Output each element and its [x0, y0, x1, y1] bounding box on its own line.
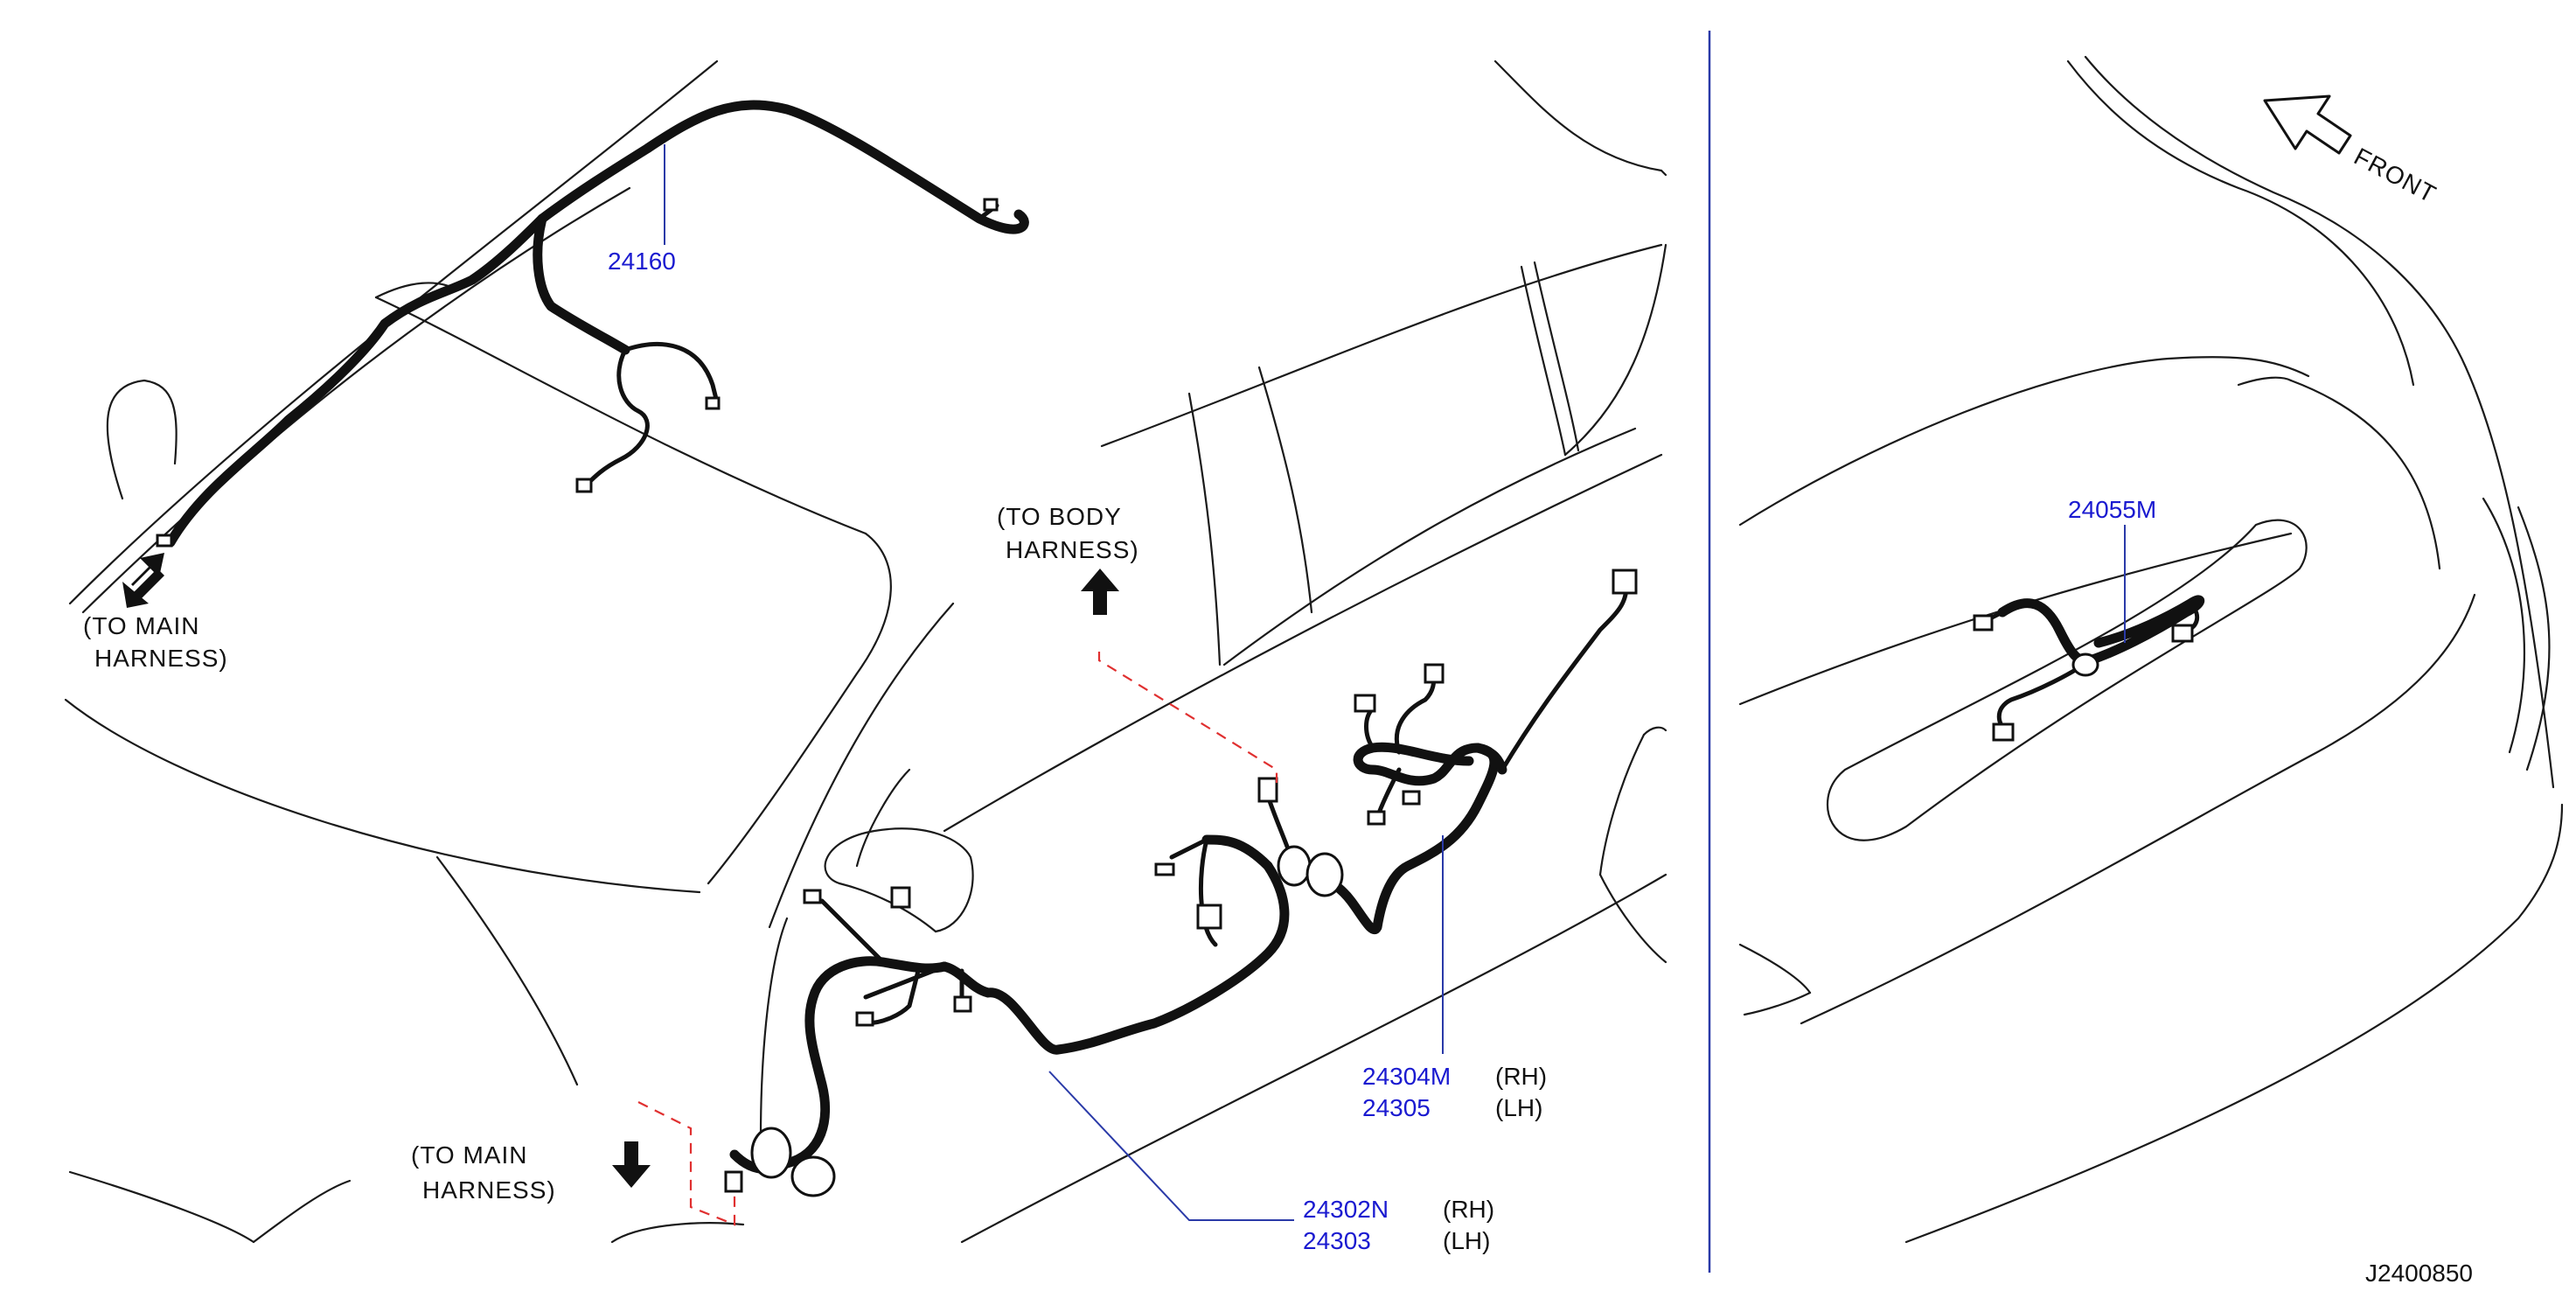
roof-harness-connector-side: [705, 396, 721, 410]
front-door-connector-7: [724, 1170, 743, 1193]
rear-door-grommet-1: [1277, 845, 1312, 887]
note-to-main-upper-line1: (TO MAIN: [83, 612, 199, 639]
rear-door-connector-5: [1402, 790, 1421, 806]
side-lh-24303: (LH): [1443, 1227, 1490, 1254]
leader-24302n: [1048, 1071, 1294, 1221]
rear-door-harness: [1257, 569, 1638, 934]
note-to-body-line2: HARNESS): [1006, 536, 1139, 563]
part-number-24160: 24160: [608, 248, 676, 275]
front-direction-indicator: FRONT: [2263, 94, 2440, 208]
front-door-connector-6: [1154, 862, 1175, 876]
note-to-main-lower-line2: HARNESS): [422, 1176, 556, 1204]
roof-harness: [156, 100, 1029, 548]
arrow-up-icon: [1081, 569, 1119, 615]
front-arrow-icon: [2263, 94, 2352, 155]
note-to-main-lower-line1: (TO MAIN: [411, 1141, 527, 1169]
rear-door-connector-3: [1354, 694, 1376, 713]
back-door-connector-2: [1992, 722, 2015, 742]
side-rh-24302n: (RH): [1443, 1196, 1494, 1223]
back-door-harness: [1973, 595, 2205, 742]
back-door-connector-3: [2171, 624, 2194, 643]
part-number-24303: 24303: [1303, 1227, 1371, 1254]
part-number-24302n: 24302N: [1303, 1196, 1389, 1223]
front-door-connector-2: [890, 886, 911, 909]
roof-harness-connector-lamp: [575, 478, 593, 493]
back-door-grommet: [2071, 652, 2099, 677]
roof-harness-connector-rear: [983, 198, 999, 212]
part-number-24304m: 24304M: [1362, 1063, 1451, 1090]
front-door-connector-3: [855, 1011, 874, 1027]
front-door-connector-5: [1196, 904, 1222, 930]
note-to-body-line1: (TO BODY: [997, 503, 1122, 530]
vehicle-outline: [64, 59, 1667, 1244]
part-number-24055m: 24055M: [2068, 496, 2156, 523]
roof-harness-connector-front: [156, 534, 173, 548]
rear-door-grommet-2: [1305, 852, 1344, 897]
guide-to-main-harness-lower: [637, 1101, 736, 1226]
part-number-24305: 24305: [1362, 1094, 1431, 1121]
diagram-id: J2400850: [2365, 1260, 2473, 1287]
arrow-down-left-icon: [131, 553, 164, 586]
note-to-main-upper-line2: HARNESS): [94, 645, 228, 672]
front-door-grommet-2: [790, 1155, 836, 1197]
guide-to-body-harness: [1097, 652, 1278, 783]
back-door-outline: [1738, 55, 2564, 1244]
rear-door-connector-2: [1424, 663, 1445, 684]
rear-door-connector-body: [1257, 777, 1278, 803]
front-door-harness: [724, 834, 1290, 1197]
arrow-down-icon: [612, 1141, 651, 1188]
rear-door-connector-4: [1367, 810, 1386, 826]
rear-door-connector-1: [1612, 569, 1638, 595]
back-door-connector-1: [1973, 614, 1994, 632]
front-door-connector-1: [803, 889, 822, 904]
front-door-grommet-1: [750, 1127, 792, 1179]
side-lh-24305: (LH): [1495, 1094, 1542, 1121]
side-rh-24304m: (RH): [1495, 1063, 1547, 1090]
front-label: FRONT: [2350, 143, 2440, 208]
front-door-connector-4: [953, 995, 972, 1013]
arrow-down-left-shaft: [122, 569, 164, 608]
